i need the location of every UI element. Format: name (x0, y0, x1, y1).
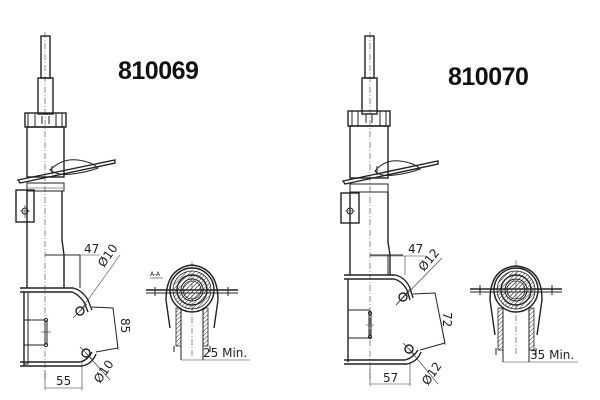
section-label: A-A (150, 271, 161, 278)
part-number-810069: 810069 (118, 57, 199, 85)
dimensions-810070: 47 Ø12 72 Ø12 57 (369, 242, 454, 388)
dim-min-clearance: 35 Min. (530, 348, 574, 362)
dim-lower-bolt-hole: Ø10 (91, 357, 117, 385)
dim-upper-offset: 47 (408, 242, 423, 256)
dim-bolt-spacing: 72 (440, 312, 454, 327)
dim-lower-offset: 55 (56, 374, 71, 388)
part-number-810070: 810070 (448, 63, 529, 91)
dim-bolt-spacing: 85 (118, 318, 132, 333)
section-view-810070: 35 Min. (470, 260, 578, 363)
shock-absorber-810069 (15, 32, 119, 380)
dim-min-clearance: 25 Min. (203, 346, 247, 360)
dim-upper-offset: 47 (84, 242, 99, 256)
dimensions-810069: 47 Ø10 85 Ø10 55 (44, 241, 132, 390)
dim-lower-bolt-hole: Ø12 (419, 359, 445, 387)
shock-absorber-810070 (340, 32, 446, 380)
dim-lower-offset: 57 (383, 371, 398, 385)
section-view-810069: A-A 25 Min. (146, 262, 250, 361)
